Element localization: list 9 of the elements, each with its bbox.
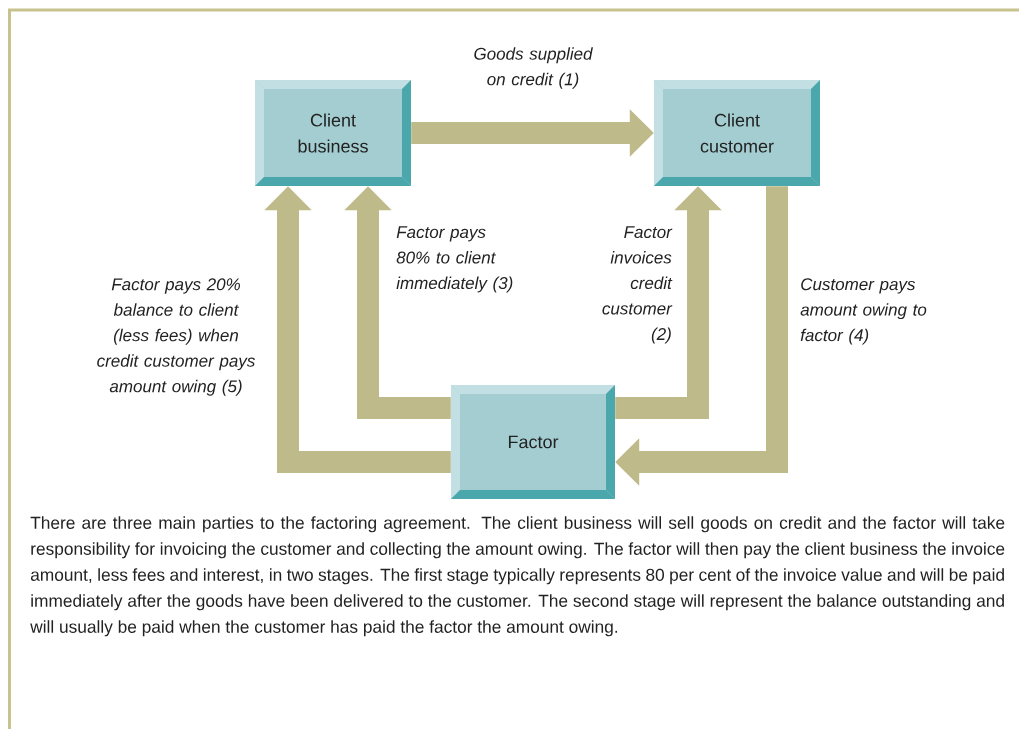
edge-label: Customer pays amount owing to factor (4) (800, 278, 927, 345)
edge-label: Factor pays 20% balance to client (less fees) when credit customer pays amount owing (5) (97, 278, 255, 396)
edge-label: Factor invoices credit customer (2) (602, 226, 673, 344)
caption-text: There are three main parties to the factoring agreement. The client business will sell goods on credit and the factor will take responsibility for invoicing the customer and collecting the amount owing. The factor will then pay the client business the invoice amount, less fees and interest, in two stages. The first stage typically represents 80 per cent of the invoice value and will be paid immediately after the goods have been delivered to the customer. The second stage will represent the balance outstanding and will usually be paid when the customer has paid the factor the amount owing. (30, 516, 1005, 637)
process-box: Client business (255, 80, 411, 186)
process-box: Factor (451, 385, 615, 499)
process-box: Client customer (654, 80, 820, 186)
edge-label: Goods supplied on credit (1) (474, 47, 593, 89)
edge-label: Factor pays 80% to client immediately (3) (396, 226, 513, 293)
